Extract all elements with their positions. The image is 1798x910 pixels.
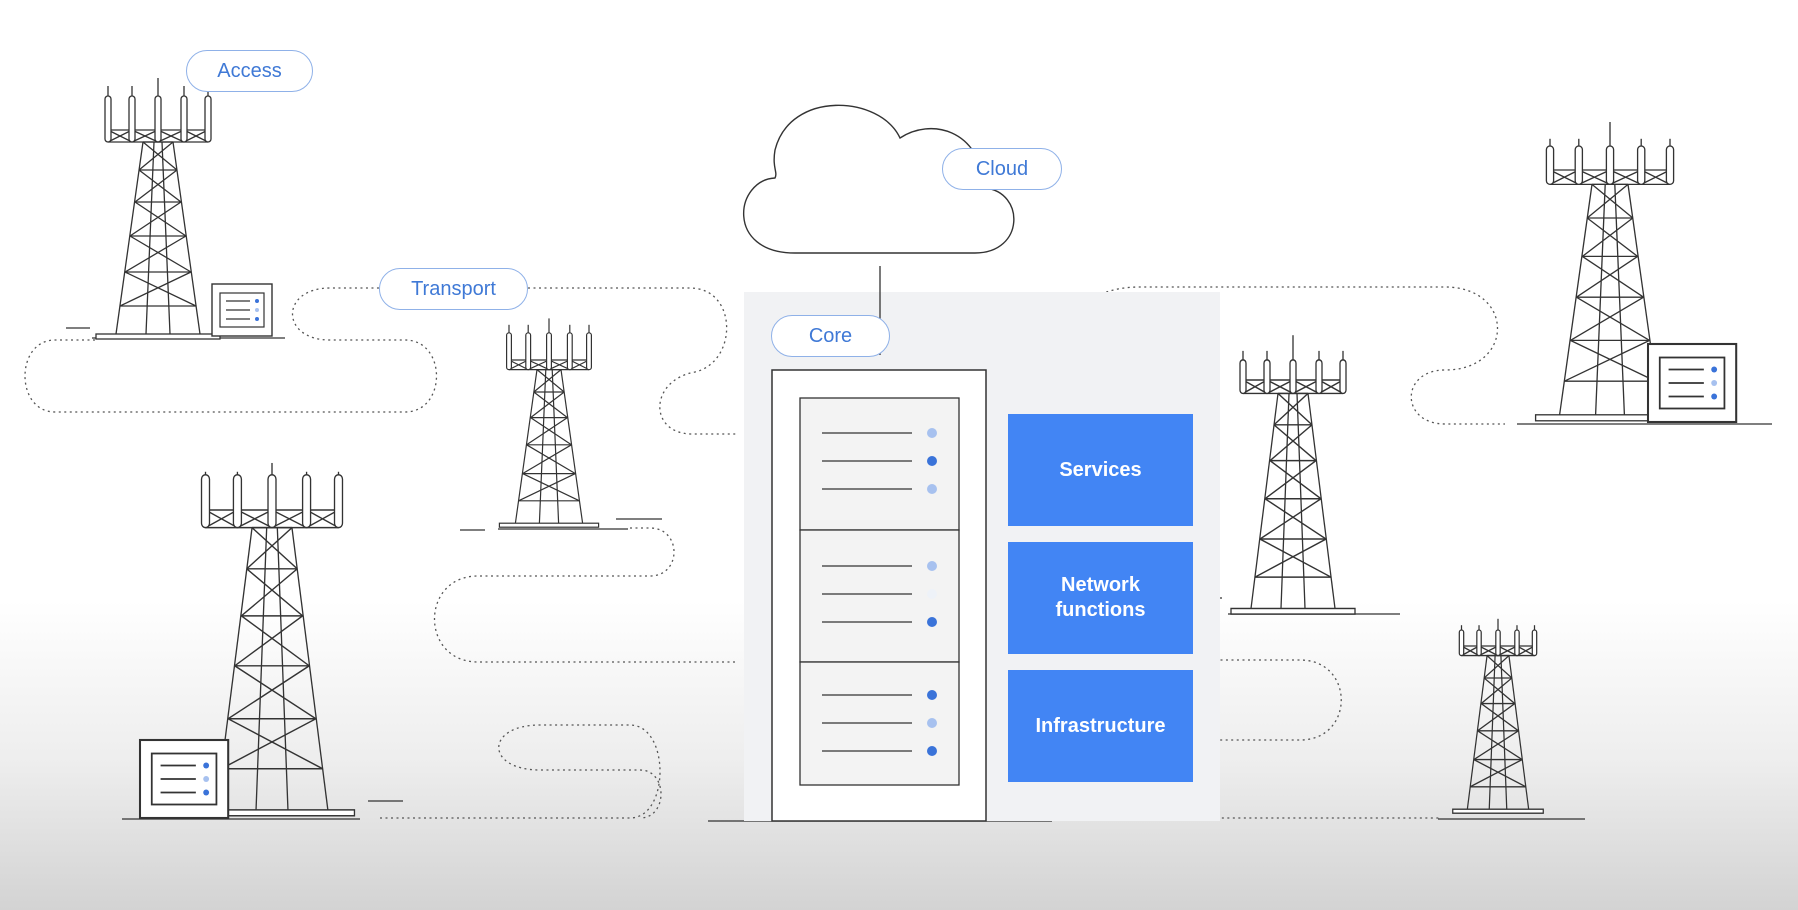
network-functions-label: Network functions — [1055, 574, 1146, 621]
equipment-cabinet-icon — [211, 283, 273, 337]
infrastructure-block: Infrastructure — [1008, 670, 1193, 782]
link-right-middle — [1193, 659, 1342, 741]
cell-tower-icon — [498, 318, 600, 528]
core-label: Core — [771, 315, 890, 357]
cloud-icon — [743, 104, 1015, 355]
link-left-middle — [434, 527, 738, 663]
equipment-cabinet-icon — [1646, 342, 1738, 424]
equipment-cabinet-icon — [138, 738, 230, 820]
link-left-top — [24, 287, 437, 413]
server-rack-icon — [771, 369, 987, 822]
cell-tower-icon — [1230, 335, 1356, 615]
cell-tower-icon — [1534, 121, 1686, 422]
cell-tower-icon — [95, 78, 221, 340]
link-left-bottom — [380, 724, 662, 819]
network-functions-block: Network functions — [1008, 542, 1193, 654]
cloud-label: Cloud — [942, 148, 1062, 190]
cell-tower-icon — [1452, 618, 1544, 814]
transport-label: Transport — [379, 268, 528, 310]
services-block: Services — [1008, 414, 1193, 526]
infrastructure-label: Infrastructure — [1035, 714, 1166, 737]
access-label: Access — [186, 50, 313, 92]
link-transport — [528, 287, 738, 435]
services-label: Services — [1059, 458, 1142, 481]
